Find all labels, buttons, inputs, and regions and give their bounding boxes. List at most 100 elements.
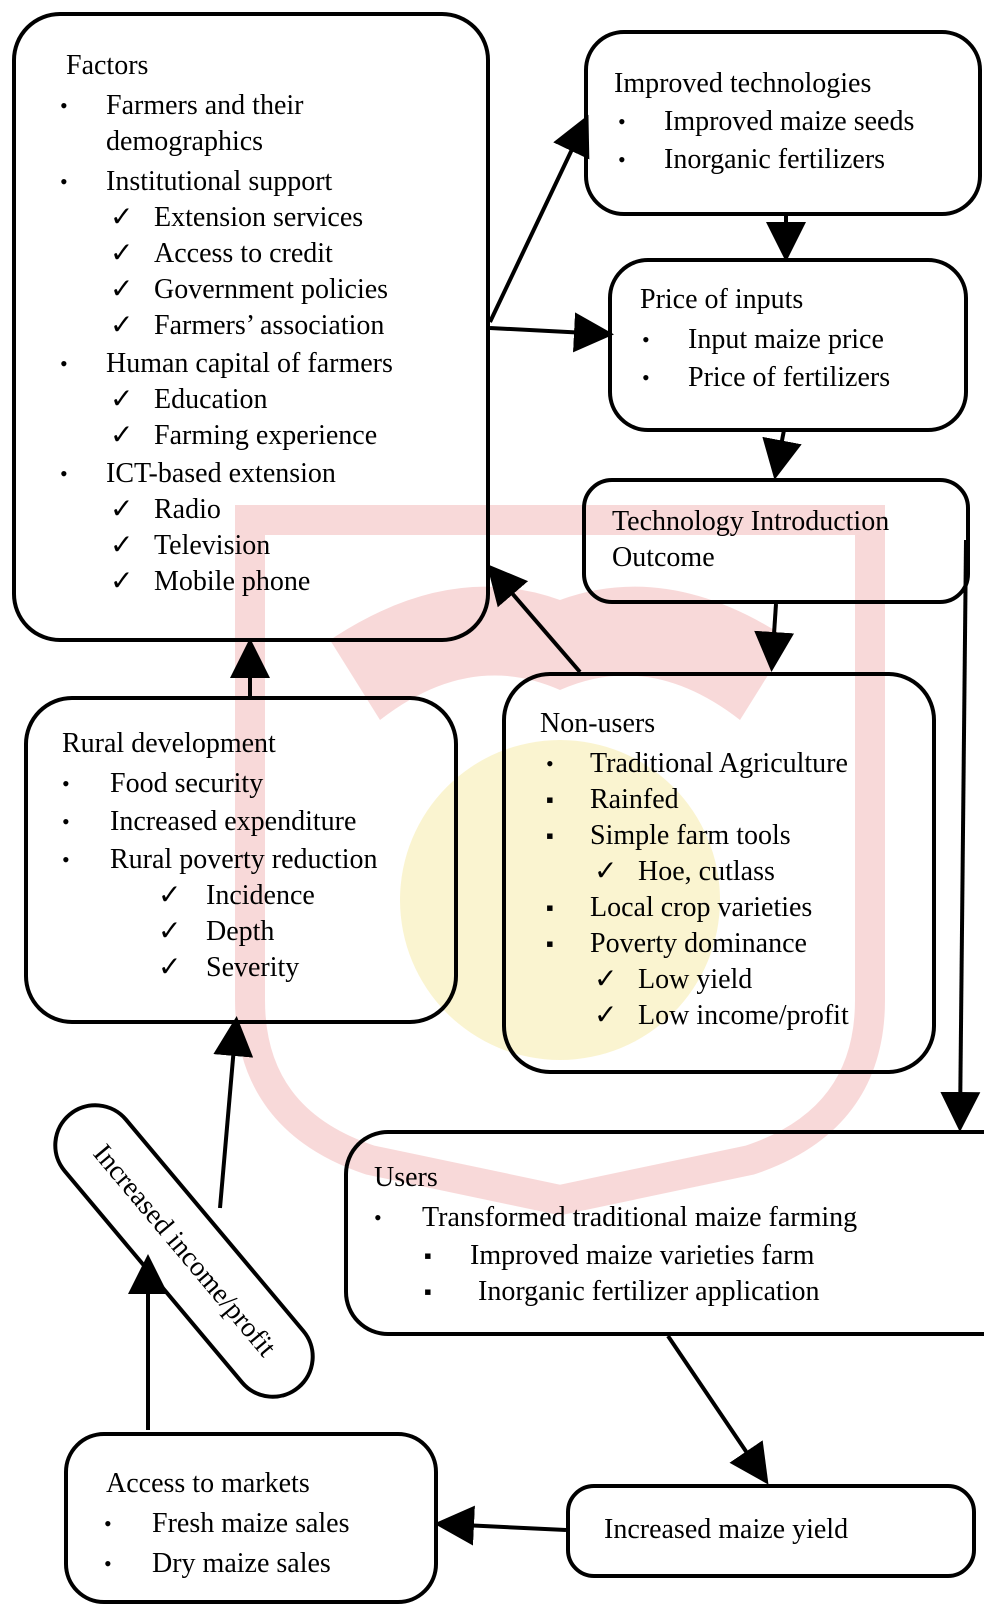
check-icon: ✓	[110, 274, 134, 305]
arrow-factors-to-price	[489, 312, 614, 353]
rural-item: Food security	[110, 768, 264, 799]
nonusers-subitem: Low yield	[638, 964, 753, 995]
arrow-yield-to-markets	[434, 1505, 567, 1546]
factors-subitem: Mobile phone	[154, 566, 311, 597]
square-bullet-icon: ▪	[546, 823, 554, 848]
users-box	[344, 1130, 984, 1336]
factors-item: Human capital of farmers	[106, 348, 393, 379]
outcome-line1: Technology Introduction	[612, 506, 890, 537]
bullet-icon: •	[60, 461, 68, 486]
square-bullet-icon: ▪	[546, 895, 554, 920]
rural-subitem: Incidence	[206, 880, 315, 911]
square-bullet-icon: ▪	[546, 931, 554, 956]
rural-item: Rural poverty reduction	[110, 844, 378, 875]
rural-development-box	[24, 696, 458, 1024]
arrow-outcome-to-users	[940, 539, 981, 1132]
factors-title: Factors	[66, 50, 149, 81]
check-icon: ✓	[594, 1000, 618, 1031]
bullet-icon: •	[642, 365, 650, 390]
technology-outcome-box	[582, 478, 970, 604]
nonusers-subitem: Low income/profit	[638, 1000, 849, 1031]
price-item: Input maize price	[688, 324, 884, 355]
square-bullet-icon: ▪	[546, 787, 554, 812]
factors-subitem: Extension services	[154, 202, 364, 233]
bullet-icon: •	[546, 751, 554, 776]
check-icon: ✓	[110, 202, 134, 233]
factors-subitem: Access to credit	[154, 238, 333, 269]
bullet-icon: •	[642, 327, 650, 352]
factors-item: demographics	[106, 126, 264, 157]
check-icon: ✓	[594, 964, 618, 995]
markets-item: Fresh maize sales	[152, 1508, 350, 1539]
bullet-icon: •	[374, 1205, 382, 1230]
factors-subitem: Radio	[154, 494, 221, 525]
nonusers-item: Traditional Agriculture	[590, 748, 848, 779]
factors-subitem: Farming experience	[154, 420, 378, 451]
arrow-users-to-yield	[666, 1334, 769, 1485]
markets-item: Dry maize sales	[152, 1548, 331, 1579]
users-title: Users	[374, 1162, 438, 1193]
rural-subitem: Depth	[206, 916, 275, 947]
factors-subitem: Farmers’ association	[154, 310, 385, 341]
users-item: Transformed traditional maize farming	[422, 1202, 858, 1233]
price-of-inputs-box	[608, 258, 968, 432]
price-item: Price of fertilizers	[688, 362, 891, 393]
rural-item: Increased expenditure	[110, 806, 357, 837]
check-icon: ✓	[110, 420, 134, 451]
arrow-price-to-outcome	[762, 429, 802, 480]
arrow-nonusers-to-factors	[486, 563, 582, 674]
bullet-icon: •	[104, 1511, 112, 1536]
square-bullet-icon: ▪	[424, 1243, 432, 1268]
nonusers-subitem: Hoe, cutlass	[638, 856, 775, 887]
improved-technologies-box	[584, 30, 982, 216]
bullet-icon: •	[60, 169, 68, 194]
factors-subitem: Government policies	[154, 274, 389, 305]
nonusers-item: Local crop varieties	[590, 892, 813, 923]
rural-title: Rural development	[62, 728, 276, 759]
outcome-line2: Outcome	[612, 542, 715, 573]
bullet-icon: •	[618, 109, 626, 134]
check-icon: ✓	[158, 952, 182, 983]
markets-title: Access to markets	[106, 1468, 310, 1499]
nonusers-item: Simple farm tools	[590, 820, 791, 851]
factors-box	[12, 12, 490, 642]
arrow-outcome-to-nonusers	[754, 603, 795, 672]
check-icon: ✓	[158, 880, 182, 911]
check-icon: ✓	[594, 856, 618, 887]
check-icon: ✓	[110, 566, 134, 597]
arrow-factors-to-improved	[488, 114, 590, 323]
increased-maize-yield-box	[566, 1484, 976, 1578]
users-subitem: Improved maize varieties farm	[470, 1240, 815, 1271]
yield-label: Increased maize yield	[604, 1514, 849, 1545]
non-users-box	[502, 672, 936, 1074]
bullet-icon: •	[62, 771, 70, 796]
improved-item: Improved maize seeds	[664, 106, 915, 137]
nonusers-item: Poverty dominance	[590, 928, 807, 959]
arrow-income-to-rural	[213, 1016, 254, 1209]
factors-subitem: Education	[154, 384, 268, 415]
factors-subitem: Television	[154, 530, 271, 561]
check-icon: ✓	[110, 384, 134, 415]
access-to-markets-box	[64, 1432, 438, 1604]
nonusers-title: Non-users	[540, 708, 656, 739]
check-icon: ✓	[158, 916, 182, 947]
improved-item: Inorganic fertilizers	[664, 144, 886, 175]
factors-item: Institutional support	[106, 166, 333, 197]
bullet-icon: •	[618, 147, 626, 172]
factors-item: ICT-based extension	[106, 458, 336, 489]
factors-item: Farmers and their	[106, 90, 304, 121]
bullet-icon: •	[60, 93, 68, 118]
bullet-icon: •	[62, 847, 70, 872]
bullet-icon: •	[62, 809, 70, 834]
bullet-icon: •	[60, 351, 68, 376]
price-title: Price of inputs	[640, 284, 804, 315]
improved-title: Improved technologies	[614, 68, 872, 99]
check-icon: ✓	[110, 238, 134, 269]
nonusers-item: Rainfed	[590, 784, 679, 815]
check-icon: ✓	[110, 494, 134, 525]
square-bullet-icon: ▪	[424, 1279, 432, 1304]
users-subitem: Inorganic fertilizer application	[478, 1276, 820, 1307]
check-icon: ✓	[110, 310, 134, 341]
rural-subitem: Severity	[206, 952, 300, 983]
